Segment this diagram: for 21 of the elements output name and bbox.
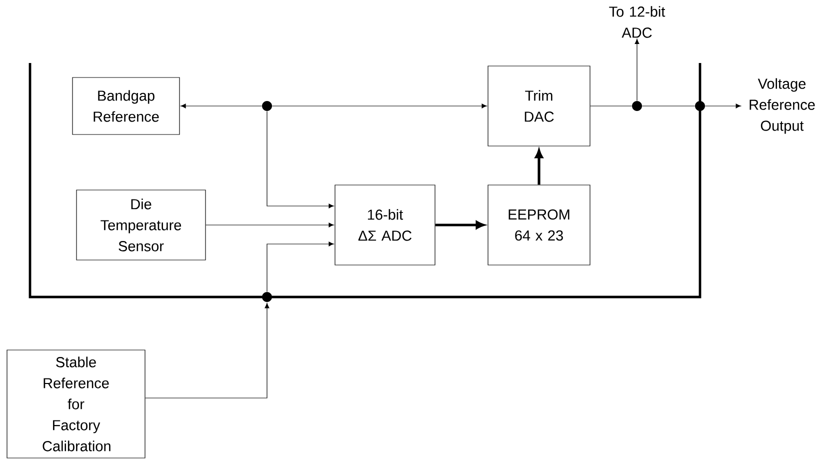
output-label: Voltage Reference Output xyxy=(750,78,815,134)
process-box: Trim DAC xyxy=(488,66,590,146)
arrow xyxy=(180,104,262,108)
process-box: Stable Reference for Factory Calibration xyxy=(6,350,146,458)
arrow xyxy=(266,242,334,292)
arrow xyxy=(704,104,741,108)
junction-dot xyxy=(632,101,642,111)
arrow xyxy=(206,222,334,228)
arrow xyxy=(435,221,484,229)
arrow xyxy=(272,104,487,108)
arrow xyxy=(145,303,270,398)
process-box: Die Temperature Sensor xyxy=(76,190,206,260)
junction-dot xyxy=(262,101,272,111)
process-box: 16-bit ΔΣ ADC xyxy=(334,184,436,266)
arrow xyxy=(634,38,640,102)
output-label: To 12-bit ADC xyxy=(609,6,666,38)
arrow xyxy=(535,150,543,185)
arrow xyxy=(266,110,334,208)
process-box: Bandgap Reference xyxy=(72,77,180,135)
junction-dot xyxy=(695,101,705,111)
process-box: EEPROM 64 x 23 xyxy=(488,184,590,266)
